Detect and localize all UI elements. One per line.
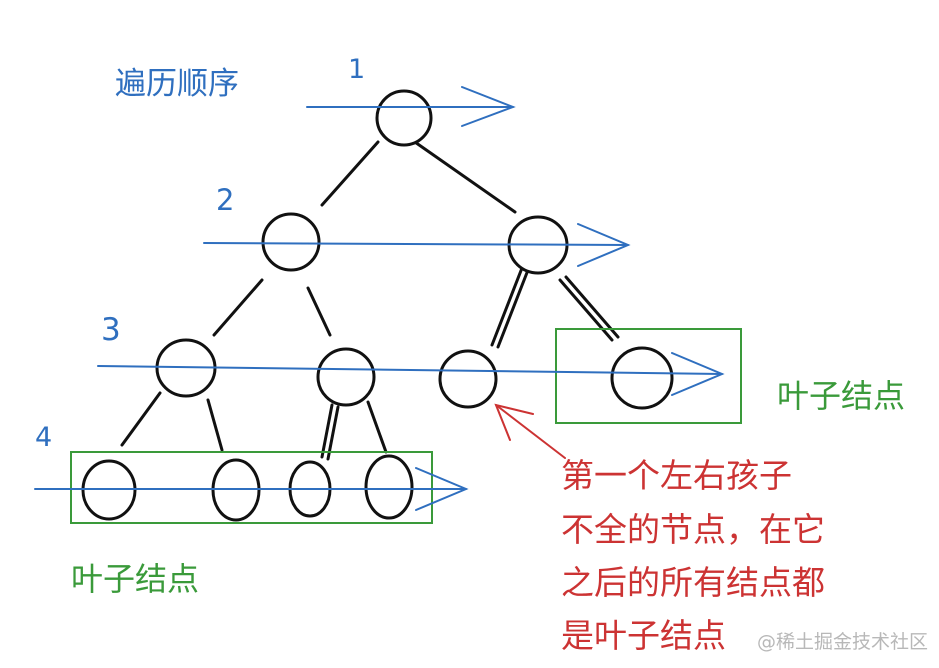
tree-node	[610, 346, 674, 410]
edge-l2a-l3a	[212, 278, 264, 337]
level-2-arrow	[203, 223, 631, 267]
level-label-2: 2	[216, 183, 234, 217]
edge-l3b-l4c-2	[326, 405, 340, 461]
note-line-4: 是叶子结点	[561, 616, 726, 655]
edge-l3b-l4d	[366, 400, 388, 454]
edge-l2b-l3d	[558, 278, 614, 342]
edge-l2a-l3b	[306, 286, 332, 337]
level-label-1: 1	[348, 54, 365, 85]
watermark: @稀土掘金技术社区	[757, 631, 928, 653]
level-1-arrow	[306, 86, 516, 127]
tree-node	[364, 454, 414, 520]
edge-l2b-l3d-2	[564, 275, 620, 339]
leaf-label-right: 叶子结点	[777, 377, 905, 415]
level-label-3: 3	[101, 312, 121, 348]
leaf-box-right	[555, 328, 742, 424]
leaf-label-bottom: 叶子结点	[71, 560, 199, 598]
traversal-arrows	[34, 86, 725, 511]
tree-edges	[120, 138, 620, 461]
leaf-box-bottom	[70, 451, 433, 524]
level-label-4: 4	[35, 422, 52, 453]
edge-l3a-l4b	[206, 398, 224, 452]
edge-l3a-l4a	[120, 391, 162, 447]
note-line-1: 第一个左右孩子	[561, 456, 792, 495]
level-4-arrow	[34, 467, 469, 511]
pointer-arrow	[494, 403, 566, 459]
tree-node	[316, 347, 376, 407]
tree-node	[438, 349, 498, 409]
tree-nodes	[81, 89, 674, 522]
edge-l3b-l4c	[320, 403, 334, 459]
note-line-2: 不全的节点，在它	[561, 510, 825, 549]
tree-node	[375, 89, 433, 147]
edge-root-right	[410, 138, 517, 214]
diagram-title: 遍历顺序	[115, 66, 239, 102]
level-3-arrow	[97, 352, 725, 396]
tree-node	[261, 212, 321, 272]
note-line-3: 之后的所有结点都	[561, 563, 825, 602]
edge-root-left	[320, 140, 380, 207]
edge-l2b-l3c	[490, 266, 524, 347]
edge-l2b-l3c-2	[496, 268, 530, 349]
